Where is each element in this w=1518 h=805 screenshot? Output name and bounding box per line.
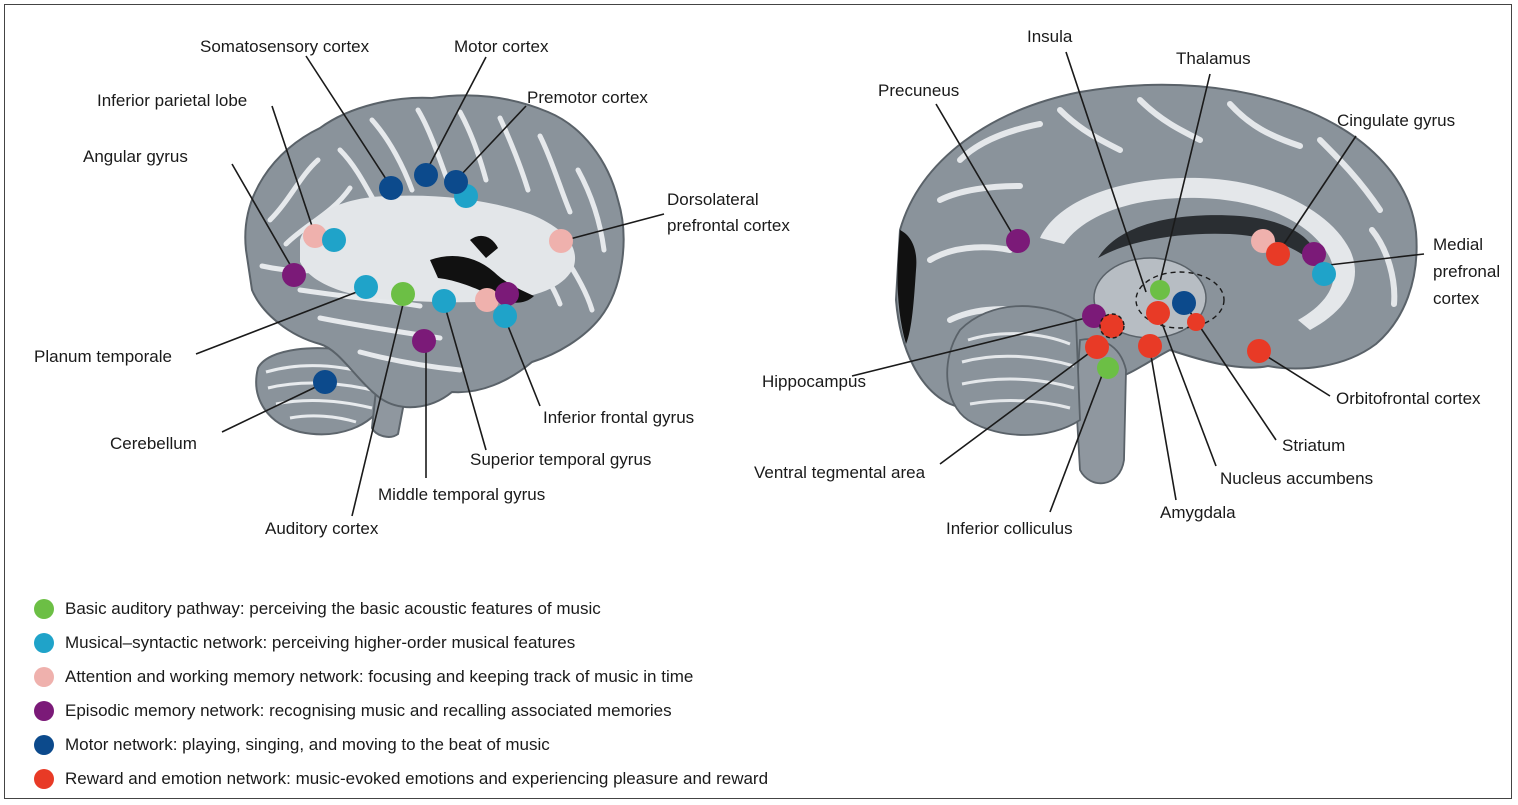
dot-vta xyxy=(1085,335,1109,359)
legend-dot xyxy=(34,633,54,653)
legend-dot xyxy=(34,701,54,721)
label-dlpfc-1: Dorsolateral xyxy=(667,190,759,209)
legend-text: Reward and emotion network: music-evoked… xyxy=(65,769,768,789)
dot-insula xyxy=(1150,280,1170,300)
label-planum: Planum temporale xyxy=(34,347,172,366)
dot-angular xyxy=(282,263,306,287)
legend: Basic auditory pathway: perceiving the b… xyxy=(34,592,768,796)
legend-item: Musical–syntactic network: perceiving hi… xyxy=(34,626,768,660)
label-striatum: Striatum xyxy=(1282,436,1345,455)
dot-planum xyxy=(354,275,378,299)
dot-amygdala xyxy=(1138,334,1162,358)
label-premotor: Premotor cortex xyxy=(527,88,648,107)
dot-dlpfc xyxy=(549,229,573,253)
dot-orbitofrontal xyxy=(1247,339,1271,363)
label-somatosensory: Somatosensory cortex xyxy=(200,37,370,56)
label-precuneus: Precuneus xyxy=(878,81,959,100)
dot-middle-temporal xyxy=(412,329,436,353)
dot-ifg-episodic xyxy=(495,282,519,306)
label-hippocampus: Hippocampus xyxy=(762,372,866,391)
dot-superior-temporal xyxy=(432,289,456,313)
label-insula: Insula xyxy=(1027,27,1073,46)
label-angular: Angular gyrus xyxy=(83,147,188,166)
label-inferior-colliculus: Inferior colliculus xyxy=(946,519,1073,538)
dot-inf-parietal-syntactic xyxy=(322,228,346,252)
label-inferior-parietal: Inferior parietal lobe xyxy=(97,91,247,110)
dot-nacc xyxy=(1187,313,1205,331)
legend-text: Episodic memory network: recognising mus… xyxy=(65,701,672,721)
label-inferior-frontal: Inferior frontal gyrus xyxy=(543,408,694,427)
label-auditory: Auditory cortex xyxy=(265,519,379,538)
label-cingulate: Cingulate gyrus xyxy=(1337,111,1455,130)
legend-item: Basic auditory pathway: perceiving the b… xyxy=(34,592,768,626)
medial-cerebellum xyxy=(947,306,1080,435)
dot-inferior-colliculus xyxy=(1097,357,1119,379)
dot-striatum xyxy=(1172,291,1196,315)
label-superior-temporal: Superior temporal gyrus xyxy=(470,450,651,469)
legend-item: Motor network: playing, singing, and mov… xyxy=(34,728,768,762)
label-nacc: Nucleus accumbens xyxy=(1220,469,1373,488)
label-thalamus: Thalamus xyxy=(1176,49,1251,68)
label-medial-2: prefronal xyxy=(1433,262,1500,281)
brain-diagrams: Somatosensory cortex Motor cortex Inferi… xyxy=(0,0,1518,560)
legend-dot xyxy=(34,735,54,755)
dot-medial-syntactic xyxy=(1312,262,1336,286)
legend-text: Basic auditory pathway: perceiving the b… xyxy=(65,599,601,619)
label-vta: Ventral tegmental area xyxy=(754,463,926,482)
label-dlpfc-2: prefrontal cortex xyxy=(667,216,790,235)
dot-cingulate-reward xyxy=(1266,242,1290,266)
dot-hippocampus-reward xyxy=(1100,314,1124,338)
dot-premotor-motor xyxy=(444,170,468,194)
dot-motor-cortex xyxy=(414,163,438,187)
label-motor-cortex: Motor cortex xyxy=(454,37,549,56)
legend-item: Attention and working memory network: fo… xyxy=(34,660,768,694)
label-middle-temporal: Middle temporal gyrus xyxy=(378,485,545,504)
label-cerebellum: Cerebellum xyxy=(110,434,197,453)
legend-dot xyxy=(34,769,54,789)
dot-ifg-syntactic xyxy=(493,304,517,328)
legend-text: Musical–syntactic network: perceiving hi… xyxy=(65,633,575,653)
dot-cerebellum xyxy=(313,370,337,394)
dot-thalamus-reward xyxy=(1146,301,1170,325)
legend-dot xyxy=(34,667,54,687)
label-medial-1: Medial xyxy=(1433,235,1483,254)
legend-dot xyxy=(34,599,54,619)
legend-text: Motor network: playing, singing, and mov… xyxy=(65,735,550,755)
legend-item: Episodic memory network: recognising mus… xyxy=(34,694,768,728)
dot-precuneus xyxy=(1006,229,1030,253)
label-amygdala: Amygdala xyxy=(1160,503,1236,522)
dot-somatosensory xyxy=(379,176,403,200)
legend-text: Attention and working memory network: fo… xyxy=(65,667,693,687)
legend-item: Reward and emotion network: music-evoked… xyxy=(34,762,768,796)
dot-auditory xyxy=(391,282,415,306)
label-orbitofrontal: Orbitofrontal cortex xyxy=(1336,389,1481,408)
label-medial-3: cortex xyxy=(1433,289,1480,308)
